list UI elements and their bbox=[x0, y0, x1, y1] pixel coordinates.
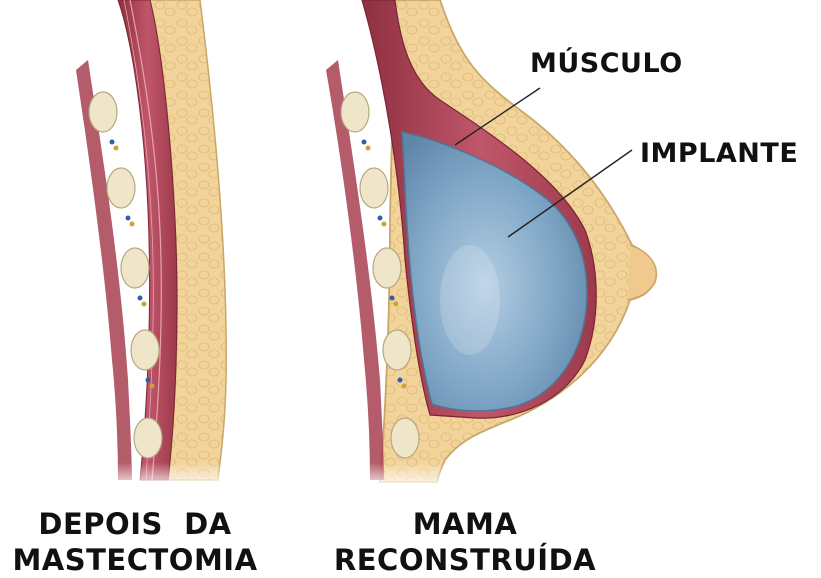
caption-reconstructed-breast: MAMA RECONSTRUÍDA bbox=[320, 506, 610, 578]
caption-right-line2: RECONSTRUÍDA bbox=[320, 542, 610, 578]
caption-right-line1: MAMA bbox=[320, 506, 610, 542]
implant-label: IMPLANTE bbox=[640, 138, 798, 169]
caption-left-line2: MASTECTOMIA bbox=[0, 542, 270, 578]
caption-left-line1: DEPOIS DA bbox=[0, 506, 270, 542]
caption-after-mastectomy: DEPOIS DA MASTECTOMIA bbox=[0, 506, 270, 578]
muscle-label: MÚSCULO bbox=[530, 48, 683, 79]
